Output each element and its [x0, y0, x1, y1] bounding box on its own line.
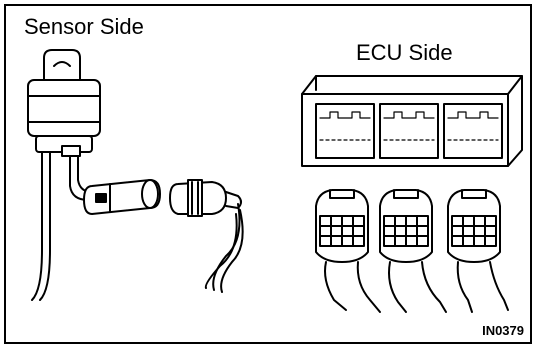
sensor-leads	[32, 152, 92, 300]
harness-wires	[206, 204, 243, 292]
figure-code: IN0379	[482, 323, 524, 338]
ecu-plug-cables	[325, 262, 508, 312]
ecu-unit	[302, 76, 522, 166]
sensor-body	[28, 50, 100, 156]
ecu-plug-2	[380, 190, 432, 262]
ecu-plug-1	[316, 190, 368, 262]
sensor-side-label: Sensor Side	[24, 14, 144, 40]
ecu-plug-3	[448, 190, 500, 262]
ecu-side-label: ECU Side	[356, 40, 453, 66]
sensor-connector	[84, 180, 160, 214]
mating-connector	[170, 180, 241, 216]
